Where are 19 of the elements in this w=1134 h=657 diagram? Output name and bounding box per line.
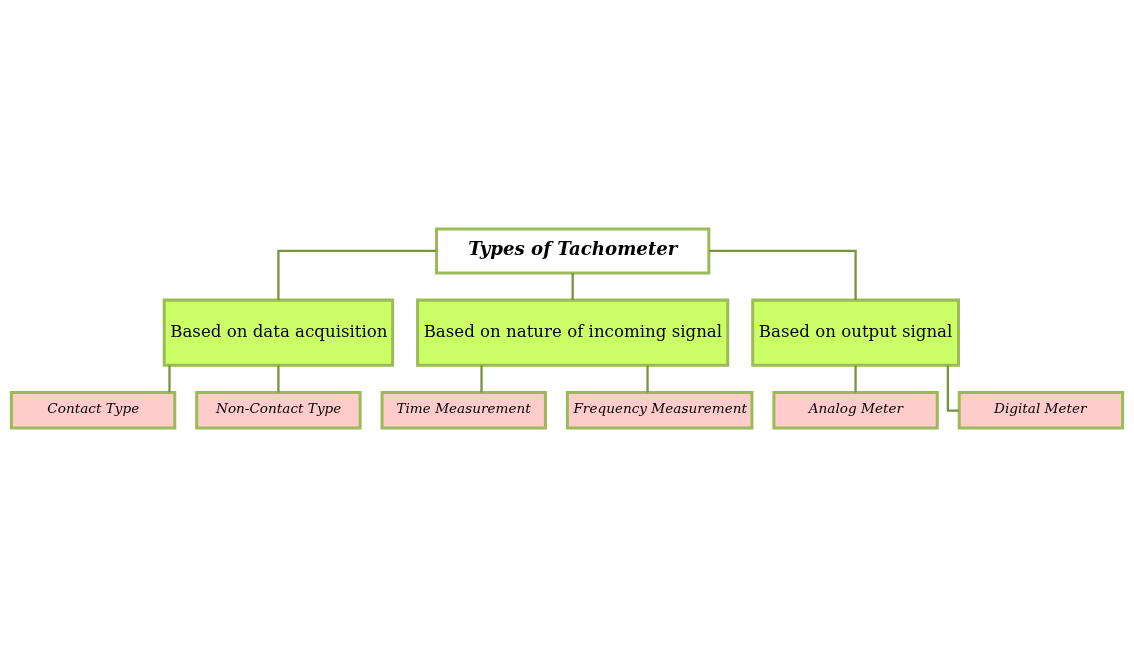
connector: [480, 365, 483, 393]
node-box: Based on output signal: [751, 298, 960, 367]
node-box: Based on nature of incoming signal: [416, 298, 730, 367]
connector: [277, 365, 280, 393]
node-box: Contact Type: [9, 390, 177, 430]
connector: [168, 365, 171, 393]
node-box: Frequency Measurement: [565, 390, 754, 430]
connector: [571, 273, 574, 301]
node-box: Analog Meter: [772, 390, 939, 430]
connector: [708, 249, 857, 300]
connector: [277, 249, 437, 300]
node-box: Digital Meter: [957, 390, 1125, 430]
node-box: Non-Contact Type: [195, 390, 362, 430]
node-box: Types of Tachometer: [435, 227, 711, 275]
connector: [646, 365, 649, 393]
connector: [946, 365, 959, 412]
node-box: Based on data acquisition: [162, 298, 395, 367]
connector: [854, 365, 857, 393]
node-box: Time Measurement: [380, 390, 547, 430]
